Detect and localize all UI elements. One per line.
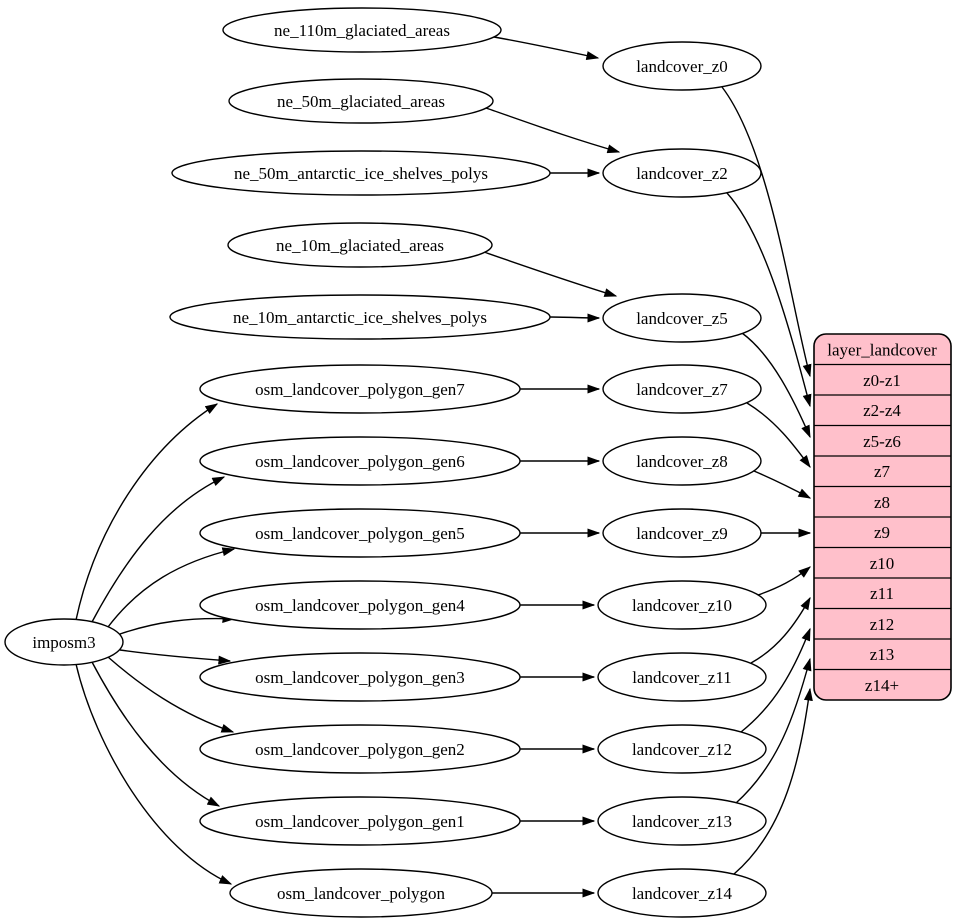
table-row-z12: z12 [870, 615, 895, 634]
node-landcover_z7: landcover_z7 [602, 364, 762, 414]
node-landcover_z14: landcover_z14 [597, 868, 767, 918]
node-label: landcover_z11 [632, 668, 731, 687]
edge-imposm3-to-osm_landcover_polygon_gen5 [107, 547, 236, 628]
node-ne_10m_glaciated_areas: ne_10m_glaciated_areas [227, 222, 493, 268]
table-title: layer_landcover [827, 340, 937, 359]
node-landcover_z12: landcover_z12 [597, 724, 767, 774]
node-label: osm_landcover_polygon_gen6 [255, 452, 465, 471]
node-landcover_z2: landcover_z2 [602, 148, 762, 198]
node-label: landcover_z0 [636, 57, 728, 76]
node-label: landcover_z2 [636, 164, 728, 183]
table-row-z13: z13 [870, 645, 895, 664]
table-row-z0-z1: z0-z1 [863, 371, 901, 390]
edge-landcover_z13-to-row-z13 [735, 657, 812, 804]
node-label: landcover_z13 [632, 812, 732, 831]
node-ne_50m_glaciated_areas: ne_50m_glaciated_areas [228, 78, 494, 124]
node-label: landcover_z10 [632, 596, 732, 615]
edge-imposm3-to-osm_landcover_polygon_gen7 [75, 403, 219, 621]
edge-landcover_z11-to-row-z11 [750, 596, 811, 664]
edge-imposm3-to-osm_landcover_polygon_gen4 [119, 613, 236, 635]
node-label: osm_landcover_polygon_gen7 [255, 380, 465, 399]
node-osm_landcover_polygon_gen1: osm_landcover_polygon_gen1 [199, 796, 521, 846]
edge-ne_10m_glaciated_areas-to-landcover_z5 [483, 251, 618, 297]
node-label: osm_landcover_polygon_gen2 [255, 740, 465, 759]
node-osm_landcover_polygon_gen3: osm_landcover_polygon_gen3 [199, 652, 521, 702]
edge-imposm3-to-osm_landcover_polygon_gen1 [91, 661, 221, 807]
node-osm_landcover_polygon_gen4: osm_landcover_polygon_gen4 [199, 580, 521, 630]
node-label: landcover_z7 [636, 380, 728, 399]
node-osm_landcover_polygon: osm_landcover_polygon [229, 868, 493, 918]
edge-landcover_z7-to-row-z7 [746, 402, 811, 469]
table-row-z9: z9 [874, 523, 890, 542]
node-label: ne_110m_glaciated_areas [274, 21, 450, 40]
node-label: ne_50m_glaciated_areas [277, 92, 445, 111]
node-label: osm_landcover_polygon_gen1 [255, 812, 465, 831]
node-label: osm_landcover_polygon [277, 884, 446, 903]
node-osm_landcover_polygon_gen2: osm_landcover_polygon_gen2 [199, 724, 521, 774]
node-label: ne_10m_antarctic_ice_shelves_polys [233, 308, 487, 327]
table-row-z11: z11 [870, 584, 894, 603]
edges-layer [75, 36, 813, 898]
edge-ne_10m_antarctic_ice_shelves_polys-to-landcover_z5 [549, 313, 601, 323]
table-row-z14plus: z14+ [865, 676, 899, 695]
table-layer_landcover: layer_landcover z0-z1 z2-z4 z5-z6 z7 z8 … [813, 333, 952, 701]
table-row-z2-z4: z2-z4 [863, 401, 901, 420]
node-label: osm_landcover_polygon_gen3 [255, 668, 465, 687]
node-label: imposm3 [32, 633, 95, 652]
edge-landcover_z2-to-row-z2-z4 [726, 192, 812, 408]
node-landcover_z8: landcover_z8 [602, 436, 762, 486]
table-row-z5-z6: z5-z6 [863, 432, 901, 451]
node-ne_110m_glaciated_areas: ne_110m_glaciated_areas [222, 7, 502, 53]
edge-landcover_z12-to-row-z12 [740, 627, 811, 733]
edge-imposm3-to-osm_landcover_polygon_gen2 [107, 656, 235, 733]
node-label: ne_10m_glaciated_areas [276, 236, 444, 255]
node-label: osm_landcover_polygon_gen5 [255, 524, 465, 543]
node-landcover_z10: landcover_z10 [597, 580, 767, 630]
edge-landcover_z10-to-row-z10 [757, 566, 811, 596]
node-label: landcover_z5 [636, 309, 728, 328]
table-row-z8: z8 [874, 493, 890, 512]
node-imposm3: imposm3 [4, 618, 124, 666]
node-landcover_z9: landcover_z9 [602, 508, 762, 558]
node-osm_landcover_polygon_gen6: osm_landcover_polygon_gen6 [199, 436, 521, 486]
node-ne_50m_antarctic_ice_shelves_polys: ne_50m_antarctic_ice_shelves_polys [171, 150, 551, 196]
edge-landcover_z0-to-row-z0-z1 [721, 86, 812, 378]
node-label: landcover_z8 [636, 452, 728, 471]
node-landcover_z0: landcover_z0 [602, 41, 762, 91]
node-ne_10m_antarctic_ice_shelves_polys: ne_10m_antarctic_ice_shelves_polys [169, 294, 551, 340]
edge-landcover_z14-to-row-z14plus [733, 687, 813, 875]
edge-ne_50m_glaciated_areas-to-landcover_z2 [485, 107, 621, 154]
edge-imposm3-to-osm_landcover_polygon_gen6 [91, 476, 226, 623]
node-label: landcover_z12 [632, 740, 732, 759]
edge-imposm3-to-osm_landcover_polygon_gen3 [119, 649, 232, 665]
node-label: landcover_z14 [632, 884, 733, 903]
edge-landcover_z5-to-row-z5-z6 [741, 332, 811, 439]
node-label: osm_landcover_polygon_gen4 [255, 596, 465, 615]
node-label: ne_50m_antarctic_ice_shelves_polys [234, 164, 488, 183]
edge-ne_110m_glaciated_areas-to-landcover_z0 [493, 36, 600, 60]
node-landcover_z13: landcover_z13 [597, 796, 767, 846]
edge-imposm3-to-osm_landcover_polygon [75, 663, 233, 885]
node-landcover_z11: landcover_z11 [597, 652, 767, 702]
node-osm_landcover_polygon_gen7: osm_landcover_polygon_gen7 [199, 364, 521, 414]
node-osm_landcover_polygon_gen5: osm_landcover_polygon_gen5 [199, 508, 521, 558]
node-landcover_z5: landcover_z5 [602, 293, 762, 343]
node-label: landcover_z9 [636, 524, 728, 543]
edge-landcover_z8-to-row-z8 [753, 470, 812, 499]
table-row-z7: z7 [874, 462, 891, 481]
table-row-z10: z10 [870, 554, 895, 573]
